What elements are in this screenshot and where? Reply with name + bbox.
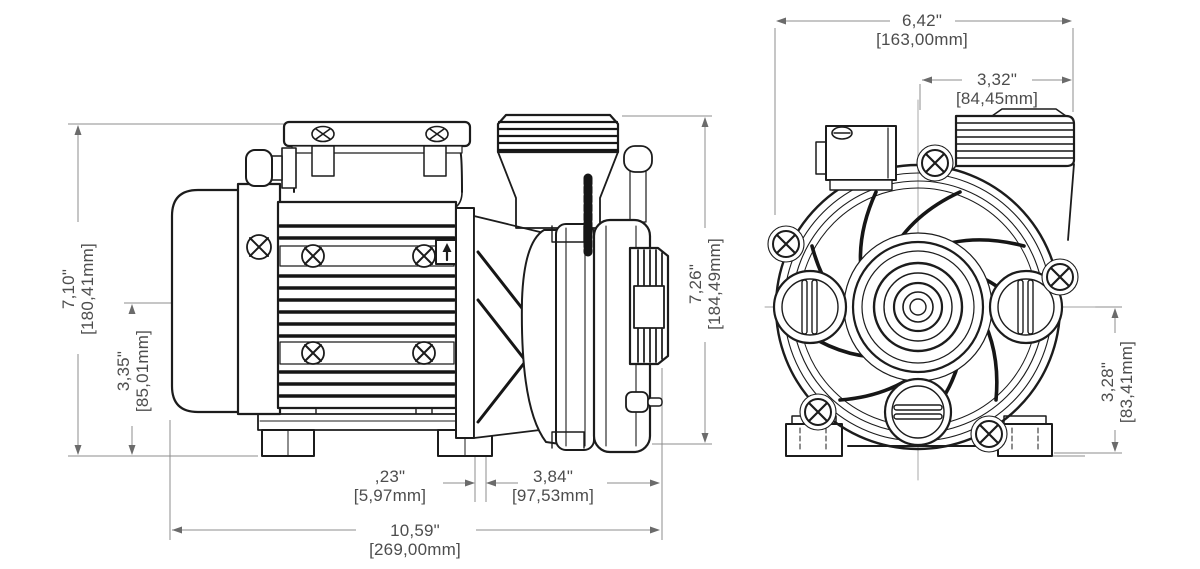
motor-fins [278,224,456,398]
dim-mm: [97,53mm] [511,486,595,505]
dim-inch: 3,35" [114,350,133,392]
motor-body [276,200,459,410]
tie-rod-screw-icon [301,244,436,365]
dim-label-side-center-height: 3,35" [85,01mm] [114,311,154,431]
dim-label-front-port-offset: 3,32" [84,45mm] [927,70,1067,108]
discharge-port [628,246,670,366]
dim-label-side-foot-offset: ,23" [5,97mm] [320,467,460,505]
dim-inch: 7,10" [59,268,78,310]
dim-side-overall-length [169,420,660,540]
box-screw-icon [831,126,853,140]
dim-label-front-overall-width: 6,42" [163,00mm] [852,11,992,49]
dim-side-wetend-length [607,368,663,540]
right-plug [988,269,1064,345]
dim-side-center-height [124,302,172,455]
dim-label-side-overall-length: 10,59" [269,00mm] [345,521,485,559]
suction-port [496,113,620,229]
lid-screw-icon [311,125,449,143]
dim-inch: 3,32" [976,70,1018,89]
casing-screws [767,144,1079,453]
motor-end-cap [170,182,282,416]
cable-gland [245,147,297,189]
bottom-plug [883,377,953,447]
dim-inch: 3,84" [532,467,574,486]
front-terminal-box [815,125,897,191]
dim-inch: 6,42" [901,11,943,30]
dim-mm: [5,97mm] [353,486,427,505]
dim-inch: 3,28" [1098,361,1117,403]
dim-side-overall-height [68,123,292,457]
dim-mm: [180,41mm] [78,243,97,335]
front-port [945,108,1076,241]
dim-mm: [83,41mm] [1117,340,1136,424]
dim-inch: ,23" [374,467,406,486]
terminal-box [282,120,472,208]
dim-front-overall-width [774,17,1074,215]
dim-inch: 10,59" [390,521,440,540]
dim-mm: [85,01mm] [133,329,152,413]
dim-label-side-wetend-height: 7,26" [184,49mm] [686,224,726,344]
left-plug [772,269,848,345]
drain-spout [625,391,663,413]
up-arrow-marker-icon [435,239,459,265]
hub-rings [843,232,993,382]
dim-mm: [269,00mm] [369,540,461,559]
dimension-lines [68,17,1122,540]
dim-inch: 7,26" [686,263,705,305]
dim-mm: [84,45mm] [955,89,1039,108]
dim-label-side-wetend-length: 3,84" [97,53mm] [483,467,623,505]
dim-side-wetend-height [622,115,712,445]
dim-mm: [163,00mm] [876,30,968,49]
dim-label-front-center-height: 3,28" [83,41mm] [1098,322,1138,442]
side-view [170,113,670,457]
front-view [764,99,1096,481]
dim-front-port-offset [919,76,1072,110]
dim-mm: [184,49mm] [705,238,724,330]
flange-screw-icon [246,234,272,260]
dim-label-side-overall-height: 7,10" [180,41mm] [59,229,99,349]
